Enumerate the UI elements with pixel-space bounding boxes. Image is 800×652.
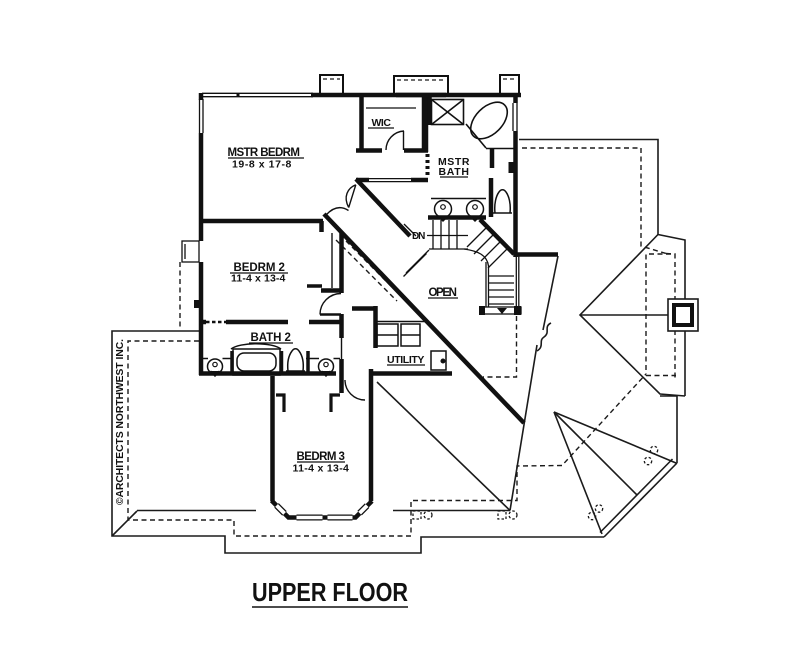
- svg-text:19-8 x 17-8: 19-8 x 17-8: [232, 159, 292, 171]
- svg-text:BEDRM 2: BEDRM 2: [234, 262, 286, 274]
- svg-text:MSTR BEDRM: MSTR BEDRM: [228, 147, 301, 159]
- svg-text:DN: DN: [412, 231, 426, 242]
- svg-text:MSTR: MSTR: [438, 156, 470, 168]
- svg-text:11-4 x 13-4: 11-4 x 13-4: [231, 273, 286, 285]
- svg-text:BATH 2: BATH 2: [251, 332, 292, 344]
- svg-text:BEDRM 3: BEDRM 3: [297, 451, 346, 463]
- svg-text:WIC: WIC: [372, 117, 392, 129]
- svg-text:11-4 x 13-4: 11-4 x 13-4: [293, 463, 350, 475]
- svg-text:UTILITY: UTILITY: [387, 354, 425, 366]
- svg-text:UPPER FLOOR: UPPER FLOOR: [252, 577, 408, 607]
- svg-text:©ARCHITECTS NORTHWEST INC.: ©ARCHITECTS NORTHWEST INC.: [114, 339, 126, 505]
- svg-text:BATH: BATH: [439, 166, 470, 178]
- svg-text:OPEN: OPEN: [429, 287, 458, 299]
